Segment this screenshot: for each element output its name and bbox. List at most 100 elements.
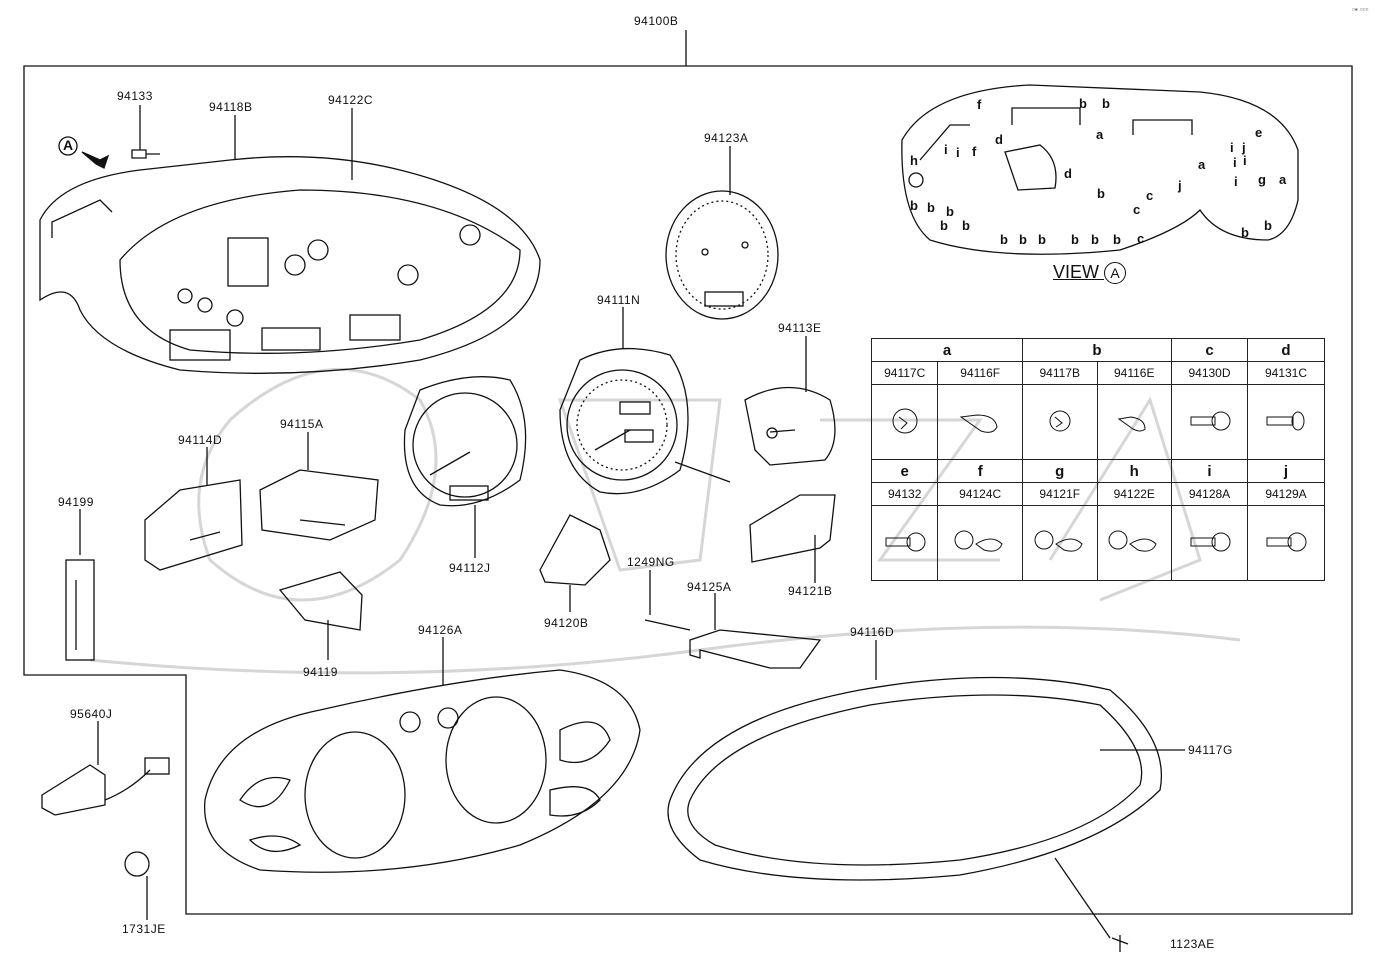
watermark-logo-icon: ▫▪ ▫▫▫ (1352, 5, 1369, 14)
part-label-94119[interactable]: 94119 (303, 665, 338, 679)
screw-icon (1247, 505, 1325, 581)
legend-part[interactable]: 94128A (1171, 482, 1248, 506)
view-a-letter: b (1000, 232, 1008, 247)
gauge-94113E-drawing (744, 336, 836, 466)
tachometer-dial-drawing (665, 146, 779, 320)
view-a-letter: f (977, 97, 982, 112)
view-a-letter: b (1019, 232, 1027, 247)
view-a-letter: i (1233, 155, 1237, 170)
sensor-95640J-drawing (41, 721, 170, 816)
part-label-94125A[interactable]: 94125A (687, 580, 732, 594)
view-a-letter: b (1097, 186, 1105, 201)
view-a-letter: b (1091, 232, 1099, 247)
legend-group-c: c (1171, 338, 1248, 362)
legend-part[interactable]: 94121F (1022, 482, 1098, 506)
legend-group-i: i (1171, 459, 1248, 483)
legend-part[interactable]: 94132 (870, 482, 939, 506)
legend-group-d: d (1247, 338, 1325, 362)
view-a-letter: j (1242, 140, 1246, 155)
view-a-letter: a (1198, 157, 1206, 172)
legend-part[interactable]: 94131C (1247, 361, 1325, 385)
legend-part[interactable]: 94124C (937, 482, 1023, 506)
legend-part-row: 94117C 94116F 94117B 94116E 94130D 94131… (870, 361, 1325, 385)
legend-part[interactable]: 94116E (1096, 361, 1172, 385)
view-a-letter: b (940, 218, 948, 233)
view-a-letter: b (946, 204, 954, 219)
part-label-94100B[interactable]: 94100B (634, 14, 679, 28)
legend-part[interactable]: 94117B (1022, 361, 1098, 385)
part-label-1249NG[interactable]: 1249NG (627, 555, 675, 569)
view-a-letter: c (1137, 231, 1145, 246)
part-label-94118B[interactable]: 94118B (209, 100, 253, 114)
view-a-letter: b (1102, 96, 1110, 111)
view-a-letter: i (944, 142, 948, 157)
view-a-letter: i (1230, 140, 1234, 155)
legend-part-row: 94132 94124C 94121F 94122E 94128A 94129A (870, 482, 1325, 506)
view-a-arrow-label: A (63, 137, 74, 153)
view-a-letter: h (910, 153, 918, 168)
bulb-socket-icon (1022, 384, 1098, 460)
part-label-94121B[interactable]: 94121B (788, 584, 833, 598)
view-a-letter: b (962, 218, 970, 233)
screw-icon (1171, 505, 1248, 581)
part-label-1123AE[interactable]: 1123AE (1170, 937, 1215, 951)
socket-with-bulb-icon (1096, 505, 1172, 581)
socket-with-bulb-icon (937, 505, 1023, 581)
view-a-letter: i (1243, 153, 1247, 168)
view-a-letter: b (1071, 232, 1079, 247)
view-a-letter: b (1241, 225, 1249, 240)
gauge-94114D-drawing (144, 447, 243, 571)
socket-with-bulb-icon (1022, 505, 1098, 581)
legend-group-e: e (870, 459, 939, 483)
part-label-1731JE[interactable]: 1731JE (122, 922, 166, 936)
cover-94120B-drawing (539, 514, 611, 612)
part-label-94133[interactable]: 94133 (117, 89, 153, 103)
part-label-94114D[interactable]: 94114D (178, 433, 223, 447)
legend-part[interactable]: 94130D (1171, 361, 1248, 385)
part-label-94117G[interactable]: 94117G (1188, 743, 1233, 757)
grommet-1731JE-drawing (124, 851, 150, 920)
screw-icon (870, 505, 939, 581)
bulb-icon (1096, 384, 1172, 460)
part-label-94111N[interactable]: 94111N (597, 293, 641, 307)
view-a-title-marker: A (1104, 262, 1127, 284)
legend-part[interactable]: 94117C (870, 361, 939, 385)
part-label-94116D[interactable]: 94116D (850, 625, 895, 639)
legend-group-h: h (1096, 459, 1172, 483)
legend-picture-row (870, 505, 1325, 581)
view-a-letter: g (1258, 172, 1266, 187)
bracket-94199-drawing (65, 509, 95, 661)
view-a-letter: d (995, 132, 1003, 147)
view-a-letter: b (1264, 218, 1272, 233)
cover-94119-drawing (278, 571, 363, 660)
view-a-letter: b (927, 200, 935, 215)
view-a-letter: a (1096, 127, 1104, 142)
part-label-94120B[interactable]: 94120B (544, 616, 589, 630)
legend-part[interactable]: 94116F (937, 361, 1023, 385)
view-a-letter: b (910, 198, 918, 213)
part-label-94199[interactable]: 94199 (58, 495, 94, 509)
legend-group-g: g (1022, 459, 1098, 483)
part-label-94122C[interactable]: 94122C (328, 93, 374, 107)
legend-group-b: b (1022, 338, 1172, 362)
screw-icon (1171, 384, 1248, 460)
view-a-letter: d (1064, 166, 1072, 181)
view-a-letter: b (1113, 232, 1121, 247)
legend-group-j: j (1247, 459, 1325, 483)
view-a-marker-circle (58, 136, 78, 156)
part-label-94112J[interactable]: 94112J (449, 561, 491, 575)
gauge-94112J-drawing (403, 376, 527, 558)
part-label-94123A[interactable]: 94123A (704, 131, 749, 145)
part-label-94115A[interactable]: 94115A (280, 417, 324, 431)
bulb-socket-icon (870, 384, 939, 460)
part-label-94126A[interactable]: 94126A (418, 623, 463, 637)
part-label-94113E[interactable]: 94113E (778, 321, 822, 335)
cover-94121B-drawing (749, 494, 836, 583)
legend-part[interactable]: 94129A (1247, 482, 1325, 506)
speedometer-drawing (559, 307, 731, 495)
legend-part[interactable]: 94122E (1096, 482, 1172, 506)
bulb-icon (937, 384, 1023, 460)
view-a-letter: i (956, 145, 960, 160)
assembly-frame (23, 65, 1353, 915)
part-label-95640J[interactable]: 95640J (70, 707, 113, 721)
